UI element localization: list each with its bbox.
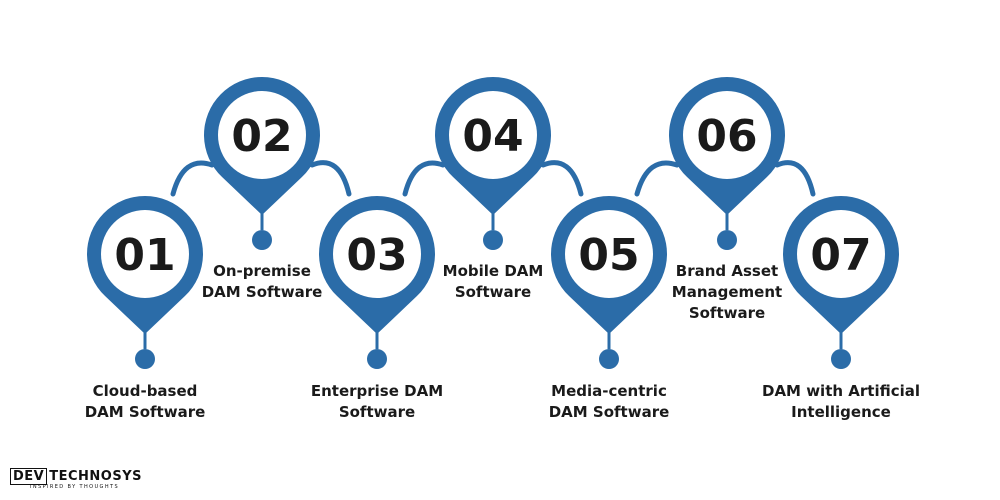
- connector-arcs: [170, 160, 816, 197]
- step-label-line: DAM Software: [84, 403, 206, 421]
- connector-arc-6: [774, 160, 816, 197]
- step-number: 02: [231, 111, 292, 162]
- pin-dot: [135, 349, 155, 369]
- step-label-04: Mobile DAM Software: [443, 261, 544, 303]
- step-number: 05: [578, 230, 639, 281]
- pin-inner-circle: [797, 210, 885, 298]
- step-number: 06: [696, 111, 757, 162]
- step-label-line: Media-centric: [551, 382, 667, 400]
- step-label-03: Enterprise DAM Software: [311, 381, 443, 423]
- step-label-line: DAM Software: [201, 283, 323, 301]
- step-number: 04: [462, 111, 523, 162]
- pin-inner-circle: [683, 91, 771, 179]
- pin-dot: [252, 230, 272, 250]
- pin-dot: [831, 349, 851, 369]
- pins-group: 01 02 03 04 05 06 07: [87, 77, 900, 369]
- pin-inner-circle: [101, 210, 189, 298]
- connector-arc-5: [634, 160, 680, 197]
- step-number: 07: [810, 230, 871, 281]
- pin-step-04: 04: [435, 77, 551, 250]
- pin-inner-circle: [218, 91, 306, 179]
- step-number: 01: [114, 230, 175, 281]
- step-label-line: Management: [671, 283, 783, 301]
- pin-step-05: 05: [551, 196, 668, 369]
- step-label-line: Mobile DAM: [442, 262, 544, 280]
- connector-arc-4: [540, 160, 584, 197]
- step-label-line: On-premise: [213, 262, 311, 280]
- pin-step-02: 02: [204, 77, 320, 250]
- pin-step-03: 03: [319, 196, 436, 369]
- pin-step-01: 01: [87, 195, 203, 369]
- pin-inner-circle: [565, 210, 653, 298]
- step-label-line: Software: [338, 403, 416, 421]
- logo-part-dev: DEV: [10, 468, 48, 485]
- step-label-line: Brand Asset: [675, 262, 779, 280]
- pin-dot: [717, 230, 737, 250]
- pin-inner-circle: [333, 210, 421, 298]
- step-label-line: Cloud-based: [92, 382, 198, 400]
- logo-tagline: INSPIRED BY THOUGHTS: [30, 484, 120, 490]
- connector-arc-1: [170, 160, 215, 197]
- step-label-line: DAM Software: [548, 403, 670, 421]
- pin-inner-circle: [449, 91, 537, 179]
- step-number: 03: [346, 230, 407, 281]
- step-label-line: Enterprise DAM: [310, 382, 444, 400]
- logo-part-technosys: TECHNOSYS: [49, 469, 142, 484]
- step-label-line: Software: [688, 304, 766, 322]
- connector-arc-3: [402, 160, 446, 197]
- pin-step-06: 06: [669, 77, 785, 250]
- step-label-line: Intelligence: [791, 403, 891, 421]
- pin-dot: [483, 230, 503, 250]
- pin-dot: [599, 349, 619, 369]
- pin-dot: [367, 349, 387, 369]
- pin-step-07: 07: [783, 196, 900, 369]
- step-label-line: DAM with Artificial: [761, 382, 921, 400]
- step-label-line: Software: [454, 283, 532, 301]
- connector-arc-2: [309, 160, 352, 197]
